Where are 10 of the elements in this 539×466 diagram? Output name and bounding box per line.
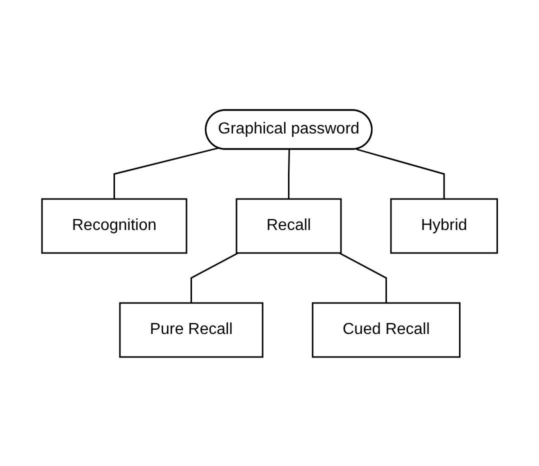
connector <box>190 252 238 302</box>
connector <box>338 252 387 302</box>
connector <box>288 148 290 198</box>
node-box: Hybrid <box>390 198 498 254</box>
connector <box>356 148 445 198</box>
node-box: Cued Recall <box>312 302 460 358</box>
node-box: Pure Recall <box>119 302 264 358</box>
node-box: Recognition <box>41 198 188 254</box>
connector <box>113 146 218 198</box>
node-box: Recall <box>236 198 342 254</box>
